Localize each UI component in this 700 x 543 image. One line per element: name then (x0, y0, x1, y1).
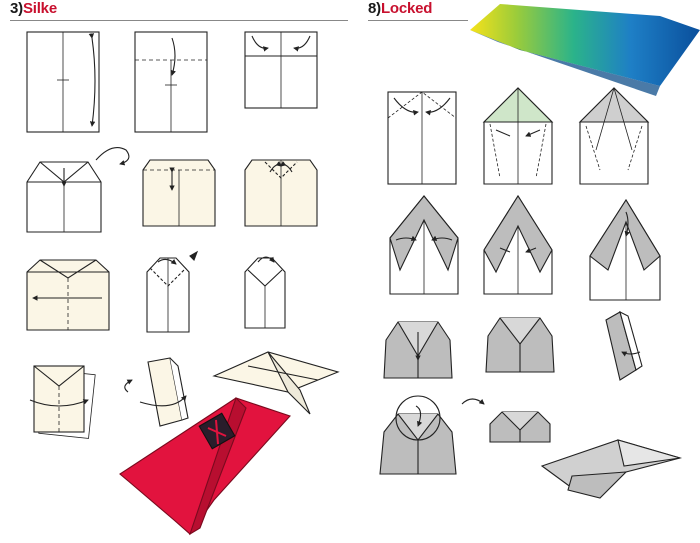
locked-step-5 (483, 194, 553, 295)
locked-plane-final (540, 439, 683, 499)
locked-step-9 (605, 310, 643, 381)
locked-step-10 (379, 395, 457, 475)
silke-step-4 (26, 161, 102, 233)
silke-plane-red (119, 396, 291, 536)
locked-step-2 (482, 87, 554, 185)
silke-step-2 (134, 31, 208, 133)
header-rule-right (368, 20, 468, 21)
locked-step-7 (383, 321, 453, 379)
locked-step-8 (485, 317, 555, 373)
section-title-locked: 8)Locked (368, 0, 432, 17)
section-title-silke: 3)Silke (10, 0, 57, 17)
locked-step-4 (389, 195, 459, 295)
silke-step-7 (26, 259, 110, 331)
locked-step-11 (489, 411, 551, 443)
locked-step-3 (578, 87, 650, 185)
section-name: Silke (22, 0, 57, 17)
silke-step-3 (244, 31, 318, 109)
section-number: 3) (10, 0, 23, 17)
silke-step-11 (124, 357, 189, 427)
silke-step-8 (146, 250, 199, 333)
silke-plane-top (212, 351, 340, 415)
header-rule-left (10, 20, 348, 21)
silke-step-9 (244, 256, 286, 329)
silke-step-1 (26, 31, 100, 133)
silke-step-5 (142, 159, 216, 227)
locked-step-6 (589, 198, 661, 301)
locked-plane-rainbow (470, 4, 700, 96)
silke-step-10 (29, 365, 96, 439)
silke-step-6 (244, 159, 318, 227)
locked-step-arrow (461, 398, 485, 405)
section-number: 8) (368, 0, 381, 17)
section-name: Locked (380, 0, 433, 17)
locked-step-1 (387, 91, 457, 185)
turn-over-arrow (95, 147, 130, 166)
